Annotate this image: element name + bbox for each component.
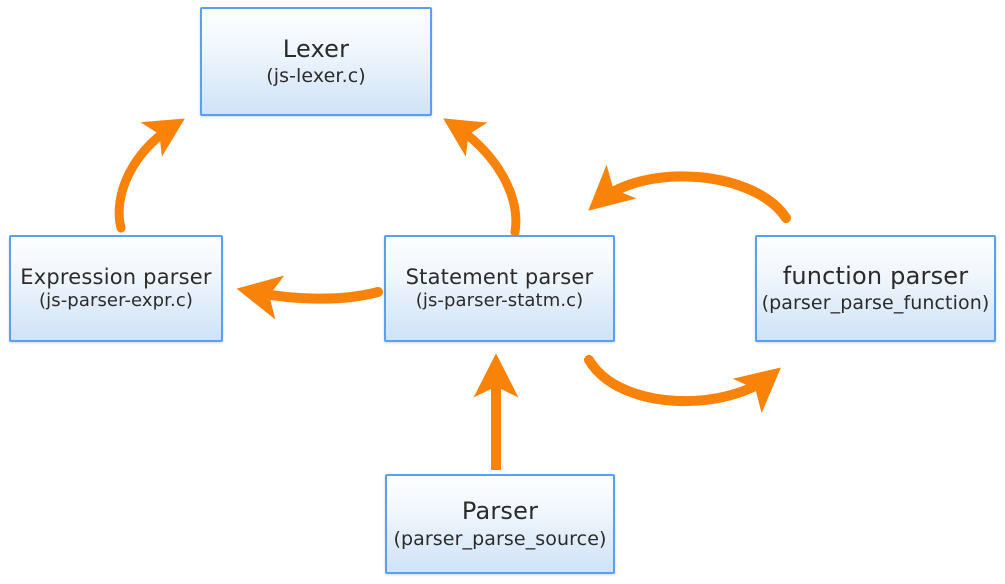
node-function-parser-subtitle: (parser_parse_function) xyxy=(761,292,990,315)
node-statement-parser[interactable]: Statement parser (js-parser-statm.c) xyxy=(384,235,615,342)
node-statement-parser-subtitle: (js-parser-statm.c) xyxy=(415,290,584,312)
node-expression-parser-subtitle: (js-parser-expr.c) xyxy=(39,290,193,312)
edge-statement-to-lexer xyxy=(443,118,521,237)
node-lexer-subtitle: (js-lexer.c) xyxy=(266,65,366,88)
node-statement-parser-title: Statement parser xyxy=(405,264,594,289)
edge-statement-to-function xyxy=(584,355,781,414)
node-lexer[interactable]: Lexer (js-lexer.c) xyxy=(200,7,432,116)
node-function-parser[interactable]: function parser (parser_parse_function) xyxy=(755,235,996,342)
node-parser[interactable]: Parser (parser_parse_source) xyxy=(385,474,615,574)
node-expression-parser[interactable]: Expression parser (js-parser-expr.c) xyxy=(9,235,223,342)
node-expression-parser-title: Expression parser xyxy=(20,264,212,289)
node-lexer-title: Lexer xyxy=(282,34,350,63)
node-function-parser-title: function parser xyxy=(782,261,969,290)
node-parser-title: Parser xyxy=(461,497,539,526)
edge-function-to-statement xyxy=(588,164,791,223)
edge-statement-to-expression xyxy=(236,275,383,320)
edge-expression-to-lexer xyxy=(114,118,185,233)
node-parser-subtitle: (parser_parse_source) xyxy=(393,527,607,550)
